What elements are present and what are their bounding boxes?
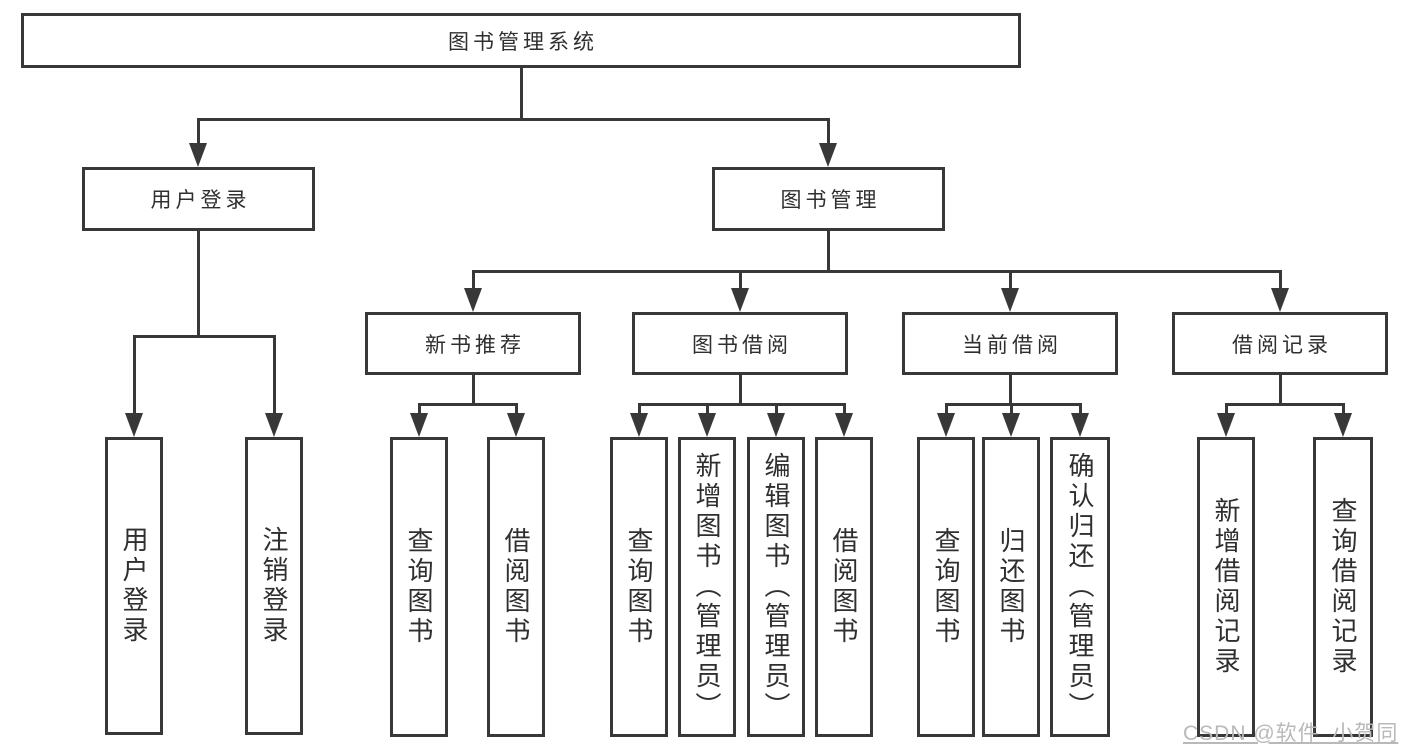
connector-arrowhead-icon <box>630 413 648 437</box>
node-label: 用户登录 <box>119 526 149 646</box>
node-bb-query-books: 查询图书 <box>610 437 668 737</box>
node-label: 查询图书 <box>931 527 961 647</box>
node-label: 借阅图书 <box>829 527 859 647</box>
node-root: 图书管理系统 <box>21 13 1021 68</box>
connector-line <box>418 403 518 406</box>
connector-line <box>1279 375 1282 403</box>
connector-line <box>472 270 475 292</box>
node-label: 新增图书（管理员） <box>692 452 722 722</box>
connector-line <box>133 335 276 338</box>
node-cb-query-books: 查询图书 <box>917 437 975 737</box>
node-cb-return-books: 归还图书 <box>982 437 1040 737</box>
connector-arrowhead-icon <box>767 413 785 437</box>
connector-line <box>1279 270 1282 292</box>
connector-arrowhead-icon <box>410 413 428 437</box>
node-new-book-recommend: 新书推荐 <box>365 312 581 375</box>
node-bb-borrow-books: 借阅图书 <box>815 437 873 737</box>
connector-line <box>1225 403 1345 406</box>
connector-line <box>1009 375 1012 403</box>
csdn-watermark: CSDN @软件_小贺同学 <box>1183 722 1399 745</box>
connector-arrowhead-icon <box>1002 413 1020 437</box>
connector-arrowhead-icon <box>1334 413 1352 437</box>
node-login: 用户登录 <box>105 437 163 735</box>
connector-arrowhead-icon <box>507 413 525 437</box>
connector-arrowhead-icon <box>125 413 143 437</box>
connector-arrowhead-icon <box>1217 413 1235 437</box>
connector-arrowhead-icon <box>835 413 853 437</box>
node-borrowing-records: 借阅记录 <box>1172 312 1388 375</box>
connector-line <box>706 403 709 417</box>
node-br-query-record: 查询借阅记录 <box>1313 437 1373 737</box>
node-label: 编辑图书（管理员） <box>761 452 791 722</box>
node-label: 新增借阅记录 <box>1211 497 1241 677</box>
connector-line <box>197 118 830 121</box>
node-br-add-record: 新增借阅记录 <box>1197 437 1255 737</box>
node-label: 注销登录 <box>259 526 289 646</box>
node-book-borrowing: 图书借阅 <box>632 312 848 375</box>
connector-line <box>775 403 778 417</box>
connector-arrowhead-icon <box>1001 288 1019 312</box>
connector-line <box>472 270 1282 273</box>
connector-arrowhead-icon <box>189 143 207 167</box>
connector-line <box>827 118 830 147</box>
connector-arrowhead-icon <box>937 413 955 437</box>
connector-line <box>638 403 641 417</box>
connector-line <box>472 375 475 403</box>
node-label: 确认归还（管理员） <box>1065 452 1095 722</box>
node-label: 查询图书 <box>624 527 654 647</box>
connector-line <box>197 231 200 335</box>
connector-line <box>945 403 948 417</box>
connector-line <box>273 335 276 417</box>
connector-line <box>1079 403 1082 417</box>
node-nb-borrow-books: 借阅图书 <box>487 437 545 737</box>
connector-arrowhead-icon <box>464 288 482 312</box>
connector-arrowhead-icon <box>1071 413 1089 437</box>
connector-line <box>739 270 742 292</box>
connector-arrowhead-icon <box>698 413 716 437</box>
node-cb-confirm-return-admin: 确认归还（管理员） <box>1050 437 1110 737</box>
connector-line <box>638 403 846 406</box>
node-logout: 注销登录 <box>245 437 303 735</box>
node-label: 查询借阅记录 <box>1328 497 1358 677</box>
connector-line <box>1225 403 1228 417</box>
connector-line <box>945 403 1082 406</box>
connector-line <box>1009 270 1012 292</box>
node-nb-query-books: 查询图书 <box>390 437 448 737</box>
node-bb-add-books-admin: 新增图书（管理员） <box>678 437 736 737</box>
node-label: 借阅图书 <box>501 527 531 647</box>
connector-line <box>418 403 421 417</box>
connector-line <box>1342 403 1345 417</box>
connector-arrowhead-icon <box>731 288 749 312</box>
node-current-borrowing: 当前借阅 <box>902 312 1118 375</box>
connector-line <box>520 68 523 118</box>
connector-arrowhead-icon <box>1271 288 1289 312</box>
node-label: 归还图书 <box>996 527 1026 647</box>
connector-arrowhead-icon <box>265 413 283 437</box>
connector-line <box>843 403 846 417</box>
connector-line <box>133 335 136 417</box>
node-bb-edit-books-admin: 编辑图书（管理员） <box>747 437 805 737</box>
connector-line <box>197 118 200 147</box>
node-user-login: 用户登录 <box>82 167 315 231</box>
node-label: 查询图书 <box>404 527 434 647</box>
connector-arrowhead-icon <box>819 143 837 167</box>
connector-line <box>739 375 742 403</box>
connector-line <box>515 403 518 417</box>
connector-line <box>1010 403 1013 417</box>
node-book-management: 图书管理 <box>712 167 945 231</box>
connector-line <box>827 231 830 270</box>
